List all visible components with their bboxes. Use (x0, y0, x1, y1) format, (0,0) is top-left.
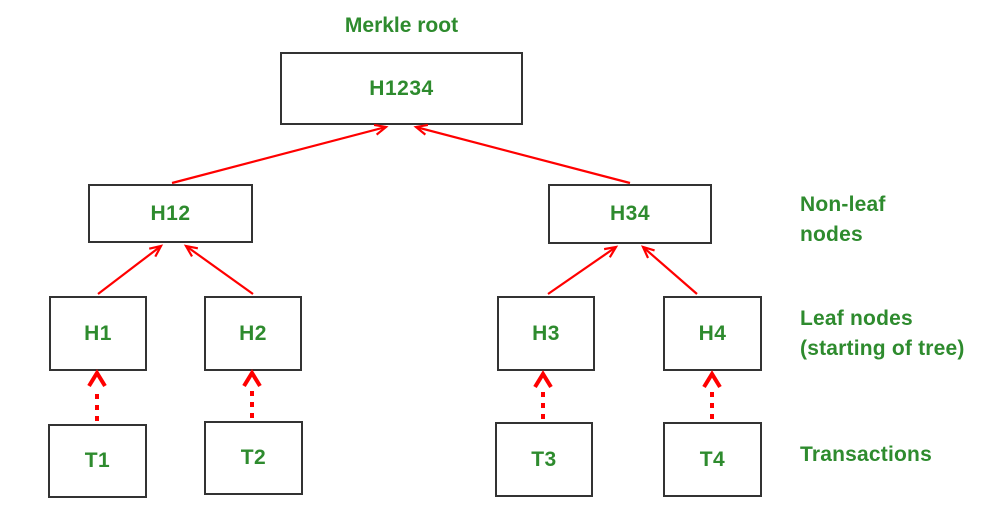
node-t3: T3 (495, 422, 593, 497)
node-h12: H12 (88, 184, 253, 243)
dashed-arrowhead-t1 (87, 369, 107, 388)
node-t2: T2 (204, 421, 303, 495)
arrow-h1-to-h12 (97, 244, 164, 295)
node-h4: H4 (663, 296, 762, 371)
node-h1234: H1234 (280, 52, 523, 125)
node-h2: H2 (204, 296, 302, 371)
node-h1: H1 (49, 296, 147, 371)
arrow-h2-to-h12 (183, 244, 254, 295)
dashed-arrowhead-t4 (702, 370, 722, 389)
node-h34: H34 (548, 184, 712, 244)
node-t4: T4 (663, 422, 762, 497)
dashed-arrowhead-t3 (533, 370, 553, 389)
node-t1: T1 (48, 424, 147, 498)
transactions-label: Transactions (800, 443, 932, 466)
arrow-h4-to-h34 (640, 245, 698, 295)
arrow-h34-to-root (413, 123, 631, 185)
arrow-h12-to-root (171, 123, 389, 185)
leaf-nodes-label: Leaf nodes (starting of tree) (800, 307, 965, 360)
non-leaf-nodes-label: Non-leaf nodes (800, 193, 886, 246)
dashed-arrowhead-t2 (242, 369, 262, 388)
merkle-root-label: Merkle root (344, 14, 459, 37)
node-h3: H3 (497, 296, 595, 371)
arrow-h3-to-h34 (547, 245, 619, 295)
